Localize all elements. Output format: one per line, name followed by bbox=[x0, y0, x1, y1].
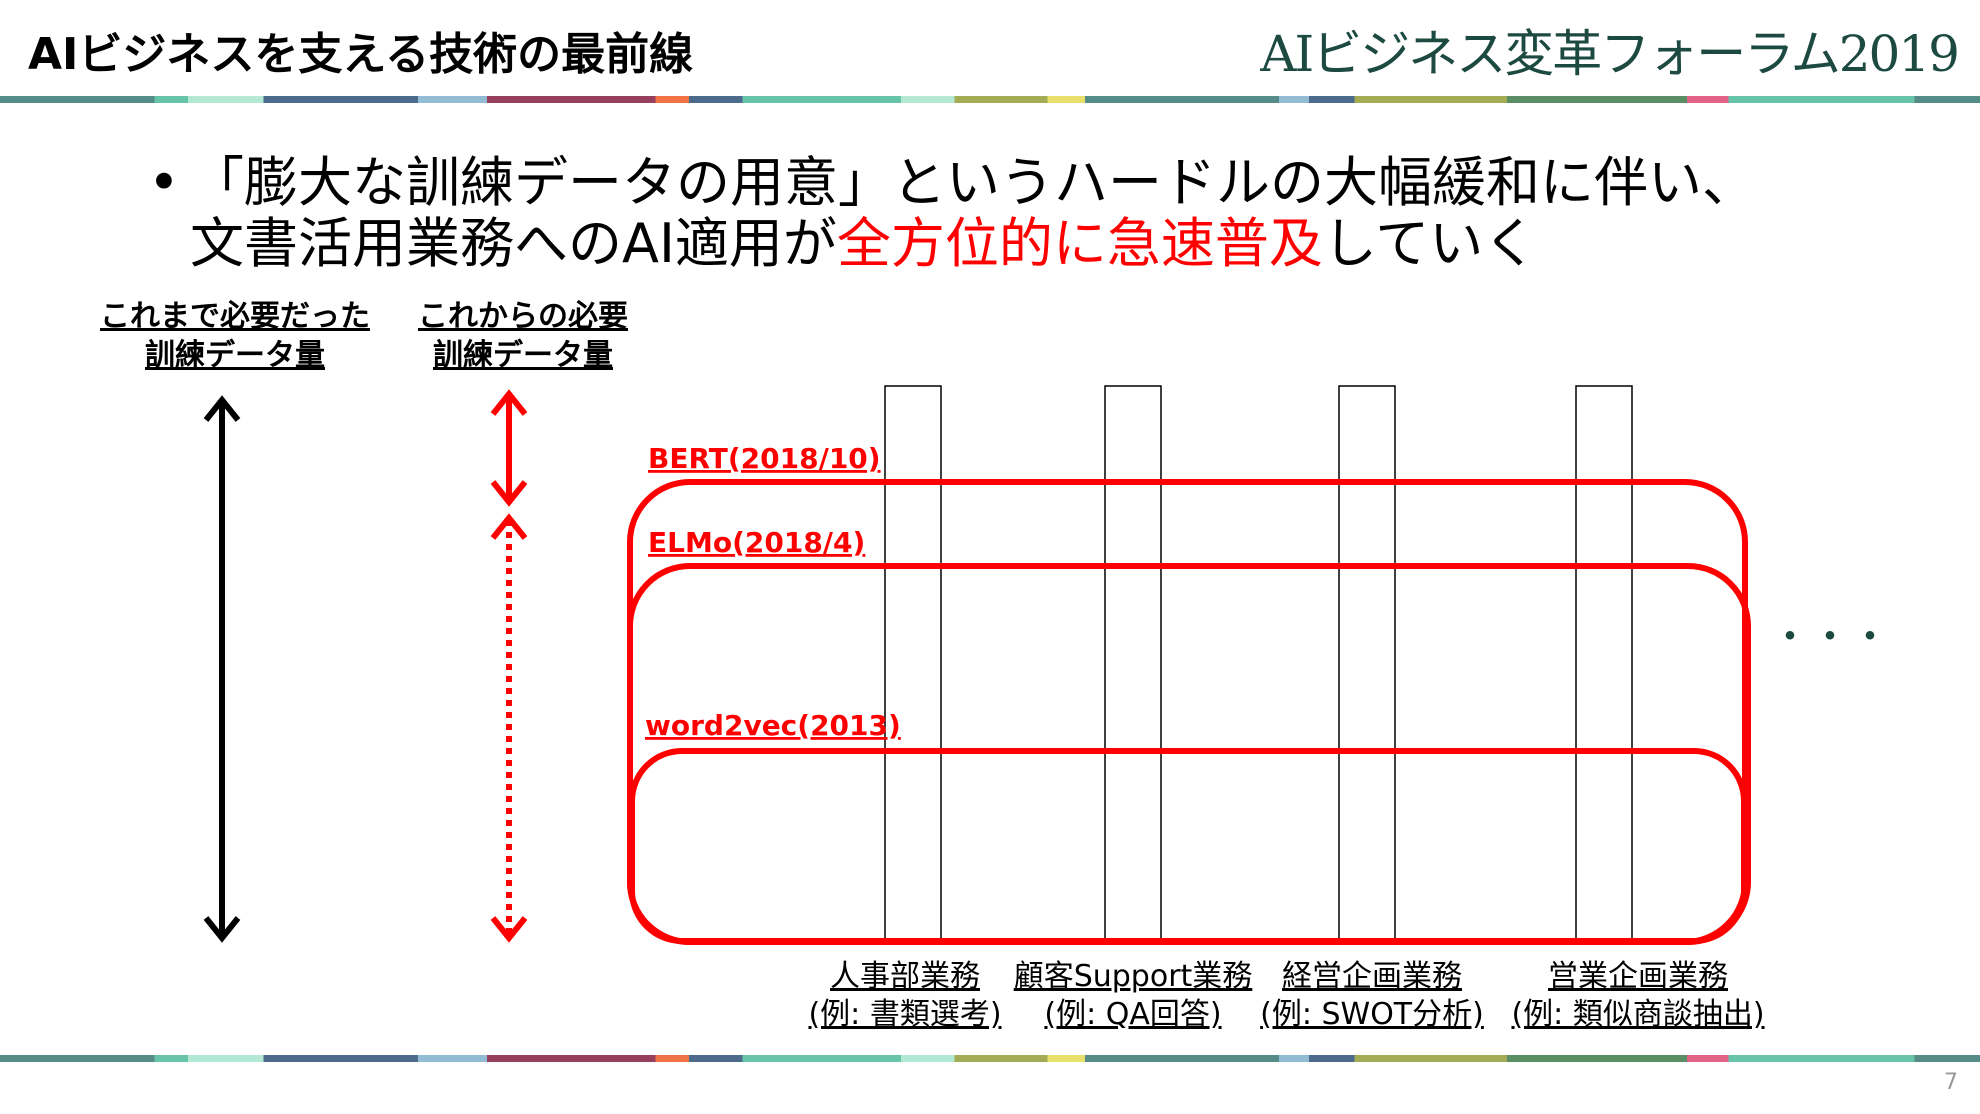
bottom-divider-stripe bbox=[0, 1055, 1980, 1062]
task-label-sales-planning: 営業企画業務 (例: 類似商談抽出) bbox=[1498, 958, 1778, 1034]
word2vec-coverage-box bbox=[629, 748, 1747, 944]
task-column bbox=[1338, 385, 1396, 942]
bullet-text: 文書活用業務へのAI適用が bbox=[190, 212, 837, 275]
label-previous-training-data: これまで必要だった 訓練データ量 bbox=[85, 297, 385, 375]
black-double-arrow-icon bbox=[203, 395, 241, 943]
label-line: 訓練データ量 bbox=[433, 338, 613, 373]
task-label-customer-support: 顧客Support業務 (例: QA回答) bbox=[1008, 958, 1258, 1034]
red-dotted-arrow-icon bbox=[490, 513, 528, 943]
bullet-line-2: 文書活用業務へのAI適用が全方位的に急速普及していく bbox=[190, 213, 1756, 274]
task-label-hr: 人事部業務 (例: 書類選考) bbox=[790, 958, 1020, 1034]
task-label-corporate-planning: 経営企画業務 (例: SWOT分析) bbox=[1252, 958, 1492, 1034]
bullet-dot-icon: • bbox=[148, 151, 180, 214]
red-double-arrow-icon bbox=[490, 389, 528, 507]
bert-label: BERT(2018/10) bbox=[648, 442, 881, 475]
label-line: これまで必要だった bbox=[100, 299, 370, 334]
task-name: 経営企画業務 bbox=[1282, 959, 1462, 994]
label-line: これからの必要 bbox=[418, 299, 628, 334]
task-column bbox=[884, 385, 942, 942]
bullet-text: していく bbox=[1322, 212, 1538, 275]
label-line: 訓練データ量 bbox=[145, 338, 325, 373]
task-name: 営業企画業務 bbox=[1548, 959, 1728, 994]
task-name: 人事部業務 bbox=[830, 959, 980, 994]
task-example: (例: SWOT分析) bbox=[1260, 997, 1484, 1032]
word2vec-label: word2vec(2013) bbox=[645, 709, 901, 742]
top-divider-stripe bbox=[0, 96, 1980, 103]
task-column bbox=[1575, 385, 1633, 942]
page-number: 7 bbox=[1944, 1070, 1958, 1095]
bullet-line-1: 「膨大な訓練データの用意」というハードルの大幅緩和に伴い、 bbox=[190, 151, 1756, 214]
task-example: (例: 類似商談抽出) bbox=[1511, 997, 1765, 1032]
highlight-text: 全方位的に急速普及 bbox=[836, 212, 1323, 275]
bullet-point: • 「膨大な訓練データの用意」というハードルの大幅緩和に伴い、 文書活用業務への… bbox=[148, 152, 1756, 274]
label-future-training-data: これからの必要 訓練データ量 bbox=[393, 297, 653, 375]
task-example: (例: 書類選考) bbox=[808, 997, 1002, 1032]
slide-title: AIビジネスを支える技術の最前線 bbox=[28, 29, 694, 80]
forum-logo: AIビジネス変革フォーラム2019 bbox=[1260, 25, 1960, 83]
task-name: 顧客Support業務 bbox=[1013, 959, 1253, 994]
elmo-label: ELMo(2018/4) bbox=[648, 526, 865, 559]
ellipsis: ・・・ bbox=[1770, 614, 1890, 660]
task-column bbox=[1104, 385, 1162, 942]
task-example: (例: QA回答) bbox=[1044, 997, 1222, 1032]
